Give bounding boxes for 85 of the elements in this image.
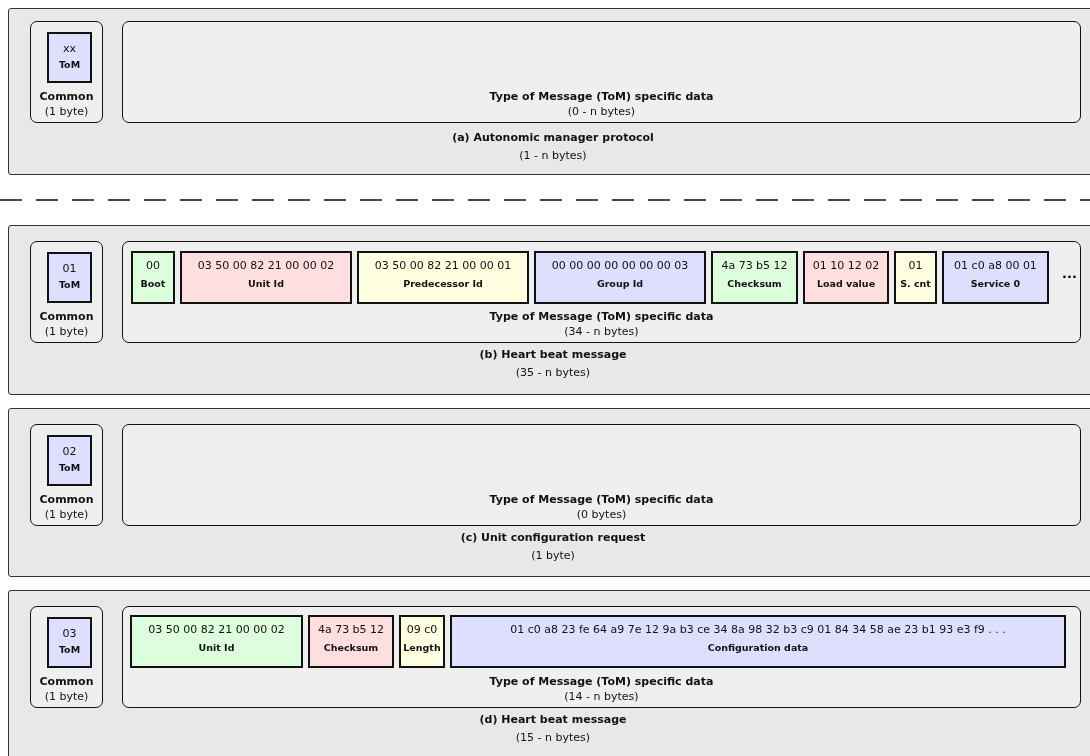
field-name: Unit Id [197,642,236,653]
field-value: 01 c0 a8 00 01 [953,259,1038,272]
size-text: (1 byte) [43,325,90,338]
common-header-box [30,606,103,708]
field-name: Length [402,642,442,653]
panel-title: (b) Heart beat message [478,348,628,361]
specific-data-box [122,241,1081,343]
box-title: Common [38,675,95,688]
panel-title: (c) Unit configuration request [459,531,647,544]
field-box [803,251,889,304]
field-name: Unit Id [247,278,285,289]
field-name: ToM [57,279,82,290]
field-box [131,251,175,304]
field-value: 03 50 00 82 21 00 00 02 [147,623,286,636]
field-box [894,251,937,304]
size-text: (15 - n bytes) [514,731,592,744]
specific-data-box [122,424,1081,526]
field-name: Checksum [726,278,783,289]
message-panel [8,225,1090,395]
field-name: ToM [57,462,82,473]
panel-title: (a) Autonomic manager protocol [451,131,655,144]
message-panel [8,590,1090,756]
field-value: 01 10 12 02 [811,259,881,272]
field-name: Configuration data [706,642,810,653]
common-header-box [30,241,103,343]
size-text: (1 byte) [530,549,576,562]
field-box [942,251,1049,304]
size-text: (1 byte) [43,508,90,521]
size-text: (0 bytes) [575,508,628,521]
field-box [47,617,92,668]
size-text: (1 byte) [43,690,90,703]
common-header-box [30,21,103,123]
field-name: Predecessor Id [402,278,484,289]
field-value: 09 c0 [405,623,439,636]
field-value: 4a 73 b5 12 [720,259,789,272]
size-text: (1 byte) [43,105,90,118]
field-box [180,251,352,304]
field-box [711,251,798,304]
field-value: 00 [145,259,161,272]
field-value: xx [62,42,77,55]
field-box [47,32,92,83]
box-title: Common [38,493,95,506]
field-box [450,615,1066,668]
field-name: Checksum [322,642,380,653]
box-title: Type of Message (ToM) specific data [488,675,715,688]
box-title: Type of Message (ToM) specific data [488,310,715,323]
common-header-box [30,424,103,526]
message-panel [8,408,1090,577]
field-name: Load value [815,278,877,289]
size-text: (0 - n bytes) [566,105,637,118]
size-text: (34 - n bytes) [563,325,640,338]
field-box [357,251,529,304]
field-value: 03 50 00 82 21 00 00 02 [196,259,336,272]
field-value: 01 [907,259,924,272]
size-text: (1 - n bytes) [518,149,588,162]
field-box [534,251,706,304]
field-value: 03 50 00 82 21 00 00 01 [373,259,513,272]
field-name: ToM [57,59,82,70]
panel-title: (d) Heart beat message [478,713,628,726]
field-value: 01 [61,262,78,275]
field-value: 03 [61,627,78,640]
message-panel [8,8,1090,175]
box-title: Type of Message (ToM) specific data [488,90,715,103]
box-title: Common [38,90,95,103]
field-box [130,615,303,668]
field-name: Service 0 [969,278,1022,289]
box-title: Type of Message (ToM) specific data [488,493,715,506]
field-name: ToM [57,644,82,655]
field-box [47,435,92,486]
field-value: 4a 73 b5 12 [316,623,386,636]
field-value: 01 c0 a8 23 fe 64 a9 7e 12 9a b3 ce 34 8a 98 32 b3 c9 01 84 34 58 ae 23 b1 93 e3 f9 . . . [509,623,1007,636]
ellipsis-text: ... [1062,266,1077,281]
field-value: 00 00 00 00 00 00 00 03 [550,259,690,272]
field-name: Group Id [595,278,645,289]
specific-data-box [122,21,1081,123]
size-text: (14 - n bytes) [563,690,640,703]
specific-data-box [122,606,1081,708]
field-value: 02 [61,445,78,458]
field-box [399,615,445,668]
field-name: S. cnt [899,278,932,289]
size-text: (35 - n bytes) [514,366,592,379]
field-name: Boot [139,278,167,289]
field-box [308,615,394,668]
box-title: Common [38,310,95,323]
field-box [47,252,92,303]
